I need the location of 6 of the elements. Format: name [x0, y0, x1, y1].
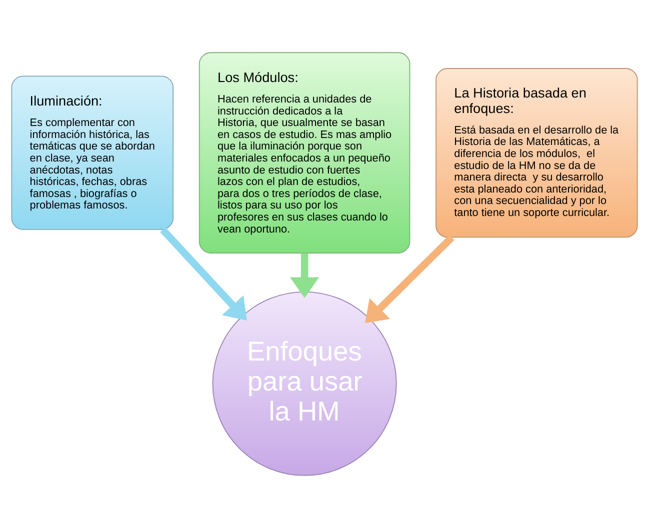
arrow: [290, 252, 320, 298]
node-box: La Historia basada en enfoques: Está basada en el desarrollo de la Historia de las Matemáticas, a diferencia de los módulos, el estudio de la HM no se da de manera directa y su desarrollo esta planeado con anterioridad, con una secuencialidad y por lo tanto tiene un soporte curricular.: [436, 68, 638, 238]
arrow: [160, 226, 247, 320]
node-box: Los Módulos: Hacen referencia a unidades de instrucción dedicados a la Historia, que usualmente se basan en casos de estudio. Es mas amplio que la iluminación porque son materiales enfocados a un pequeño asunto de estudio con fuertes lazos con el plan de estudios, para dos o tres períodos de clase, listos para su uso por los profesores en sus clases cuando lo vean oportuno.: [198, 52, 410, 253]
arrow: [364, 234, 454, 323]
node-box: Iluminación: Es complementar con información histórica, las temáticas que se abordan en clase, ya sean anécdotas, notas históricas, fechas, obras famosas , biografías o problemas famosos.: [11, 75, 174, 230]
